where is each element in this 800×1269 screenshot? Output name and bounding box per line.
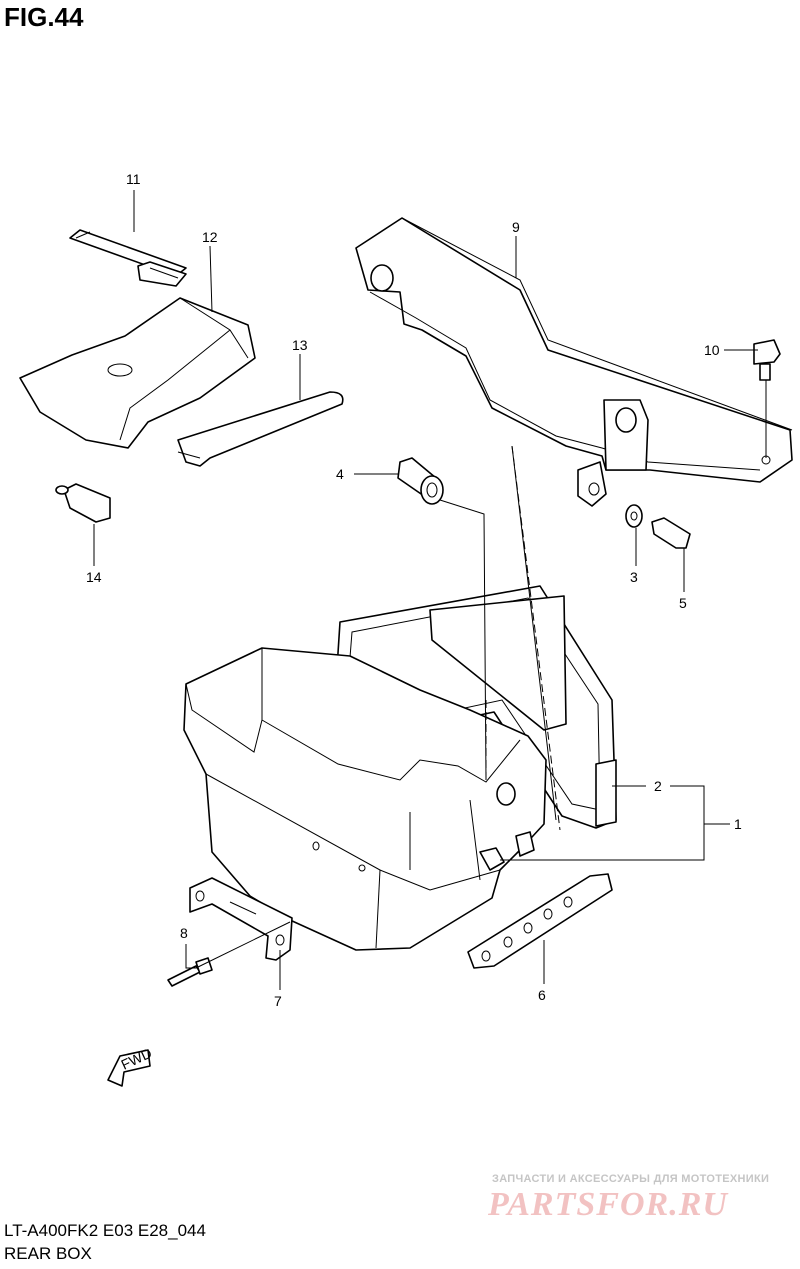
model-code: LT-A400FK2 E03 E28_044 bbox=[4, 1221, 206, 1240]
callout-5: 5 bbox=[679, 595, 687, 611]
callout-12: 12 bbox=[202, 229, 218, 245]
callout-11: 11 bbox=[126, 171, 141, 187]
callout-2: 2 bbox=[654, 778, 662, 794]
part-13-rod[interactable] bbox=[177, 391, 344, 467]
part-4-grommet[interactable] bbox=[397, 457, 444, 505]
watermark-logo: PARTSFOR.RU bbox=[488, 1186, 728, 1223]
figure-title: FIG.44 bbox=[4, 2, 84, 32]
callout-6: 6 bbox=[538, 987, 546, 1003]
callout-7: 7 bbox=[274, 993, 282, 1009]
part-11-strap[interactable] bbox=[69, 229, 187, 287]
leader-lines bbox=[93, 190, 767, 990]
part-14-plug[interactable] bbox=[55, 483, 111, 523]
part-6-stay[interactable] bbox=[467, 873, 613, 969]
callout-1: 1 bbox=[734, 816, 742, 832]
callout-4: 4 bbox=[336, 466, 344, 482]
figure-name: REAR BOX bbox=[4, 1244, 92, 1263]
part-8-rivet[interactable] bbox=[167, 957, 213, 987]
callout-14: 14 bbox=[86, 569, 102, 585]
callout-10: 10 bbox=[704, 342, 720, 358]
callout-labels: 1 2 3 4 5 6 7 8 9 10 11 12 13 14 bbox=[86, 171, 742, 1009]
part-1-rear-box[interactable] bbox=[183, 585, 617, 951]
callout-13: 13 bbox=[292, 337, 308, 353]
callout-9: 9 bbox=[512, 219, 520, 235]
fwd-arrow-icon: FWD bbox=[107, 1045, 154, 1087]
part-5-bolt[interactable] bbox=[651, 517, 691, 549]
part-3-washer[interactable] bbox=[625, 504, 643, 528]
part-9-bracket[interactable] bbox=[355, 217, 793, 507]
part-12-cover[interactable] bbox=[19, 297, 256, 449]
callout-3: 3 bbox=[630, 569, 638, 585]
callout-8: 8 bbox=[180, 925, 188, 941]
part-7-bracket[interactable] bbox=[189, 877, 293, 961]
part-10-bolt[interactable] bbox=[753, 339, 781, 381]
watermark-tagline: ЗАПЧАСТИ И АКСЕССУАРЫ ДЛЯ МОТОТЕХНИКИ bbox=[492, 1173, 770, 1185]
